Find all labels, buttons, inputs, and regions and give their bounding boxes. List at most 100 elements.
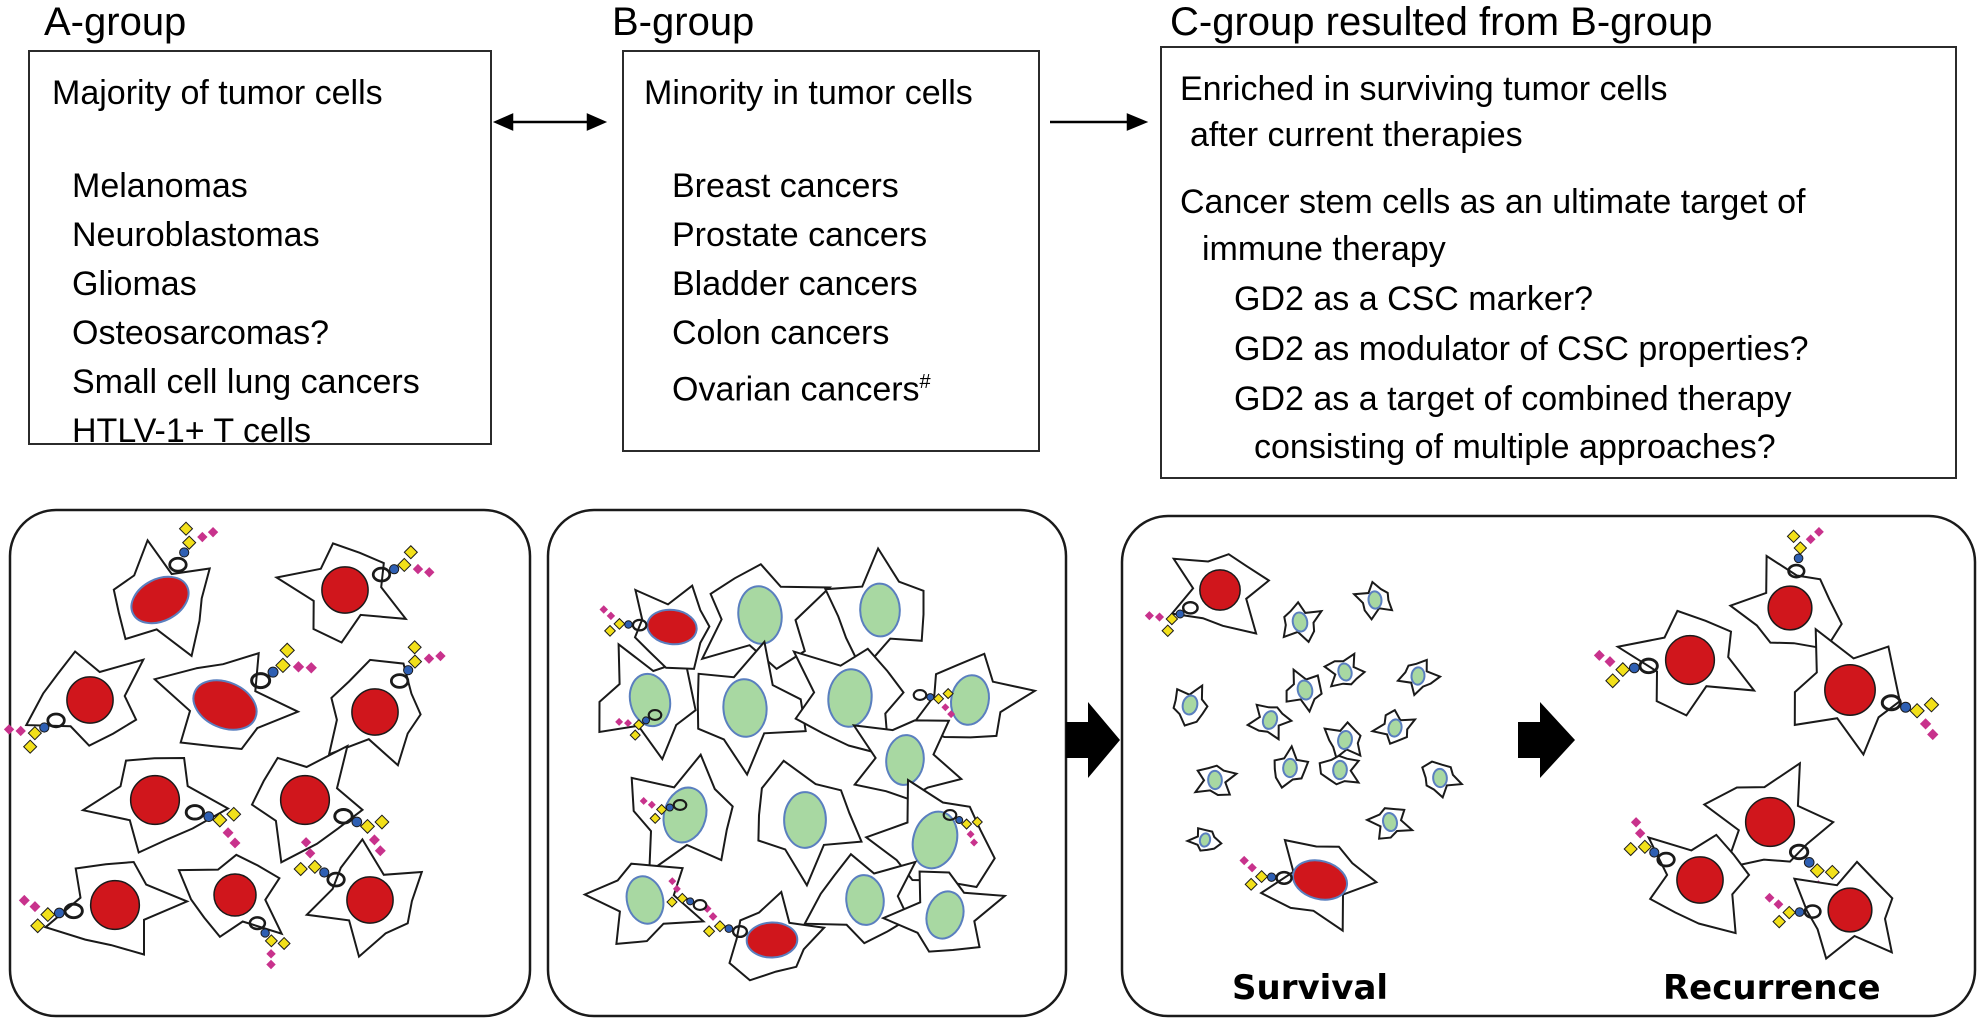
list-item: Neuroblastomas xyxy=(72,216,320,254)
gd2-positive-cell xyxy=(273,542,435,644)
gd2-negative-cell xyxy=(1193,764,1239,797)
galactose-icon xyxy=(226,806,242,822)
nucleus xyxy=(1291,611,1309,633)
gd2-negative-cell xyxy=(700,562,833,671)
c-group-line: consisting of multiple approaches? xyxy=(1254,428,1776,466)
nucleus xyxy=(1676,856,1724,904)
sialic-acid-icon xyxy=(966,830,975,839)
glucose-icon xyxy=(53,907,65,919)
glucose-icon xyxy=(1900,701,1912,713)
nucleus xyxy=(925,890,965,940)
galactose-icon xyxy=(1623,841,1638,857)
galactose-icon xyxy=(1786,529,1801,544)
galactose-icon xyxy=(293,861,308,877)
glucose-icon xyxy=(1266,872,1277,882)
nucleus xyxy=(745,921,799,959)
ceramide-icon xyxy=(631,618,648,632)
galactose-icon xyxy=(666,896,678,908)
list-item: Bladder cancers xyxy=(672,265,918,303)
glucose-icon xyxy=(1649,847,1660,858)
list-item: Prostate cancers xyxy=(672,216,928,254)
list-item: Ovarian cancers# xyxy=(672,358,931,414)
sialic-acid-icon xyxy=(1247,862,1257,873)
glucose-icon xyxy=(203,811,215,822)
galactose-icon xyxy=(407,654,423,669)
nucleus xyxy=(130,575,190,625)
double-arrow-icon xyxy=(492,113,608,131)
sialic-acid-icon xyxy=(1630,817,1642,828)
gd2-negative-cell xyxy=(582,862,706,946)
sialic-acid-icon xyxy=(292,661,305,673)
ceramide-icon xyxy=(168,556,188,573)
galactose-icon xyxy=(27,725,43,741)
sialic-acid-icon xyxy=(412,563,424,575)
sialic-acid-icon xyxy=(1919,718,1932,730)
glucose-icon xyxy=(1793,553,1804,564)
nucleus xyxy=(1181,694,1199,716)
a-group-box: Majority of tumor cells Melanomas Neurob… xyxy=(28,50,492,450)
b-group-heading: Minority in tumor cells xyxy=(644,74,973,112)
nucleus xyxy=(783,791,827,849)
galactose-icon xyxy=(407,640,422,655)
gd2-negative-cell xyxy=(1364,807,1415,840)
glucose-icon xyxy=(1794,907,1805,917)
gd2-negative-cell xyxy=(851,719,964,800)
b-group-title: B-group xyxy=(612,0,755,44)
nucleus xyxy=(66,676,114,724)
glucose-icon xyxy=(1628,662,1640,674)
gd2-negative-cell xyxy=(1273,744,1310,790)
glucose-icon xyxy=(260,928,270,938)
galactose-icon xyxy=(277,936,291,951)
gd2-negative-cell xyxy=(1395,658,1443,697)
ceramide-icon xyxy=(250,672,272,690)
nucleus xyxy=(1337,729,1353,751)
list-item: Melanomas xyxy=(72,167,248,205)
galactose-icon xyxy=(629,729,641,741)
ceramide-icon xyxy=(184,804,206,821)
galactose-icon xyxy=(178,521,194,536)
galactose-icon xyxy=(22,739,38,754)
sialic-acid-icon xyxy=(606,611,616,621)
nucleus xyxy=(321,566,369,614)
gd2-negative-cell xyxy=(1369,708,1418,746)
sialic-acid-icon xyxy=(1927,728,1939,741)
c-group-line: Enriched in surviving tumor cells xyxy=(1180,70,1668,108)
b-group-box: Minority in tumor cells Breast cancers P… xyxy=(622,50,1040,452)
ceramide-icon xyxy=(371,566,392,583)
galactose-icon xyxy=(182,535,197,550)
galactose-icon xyxy=(655,803,668,816)
footnote-mark: # xyxy=(919,371,931,393)
c-group-line: Cancer stem cells as an ultimate target … xyxy=(1180,183,1806,221)
gd2-negative-cell xyxy=(1184,827,1223,852)
glucose-icon xyxy=(351,816,363,828)
glucose-icon xyxy=(319,867,330,878)
sialic-acid-icon xyxy=(435,650,446,662)
ceramide-icon xyxy=(1787,563,1806,579)
glucose-icon xyxy=(665,803,674,812)
glucose-icon xyxy=(724,924,734,933)
gd2-positive-cell xyxy=(177,853,291,970)
galactose-icon xyxy=(1165,612,1179,626)
nucleus xyxy=(1664,634,1716,686)
ceramide-icon xyxy=(1275,870,1293,885)
ceramide-icon xyxy=(46,712,66,729)
gd2-positive-cell xyxy=(3,650,146,754)
nucleus xyxy=(1432,767,1448,789)
gd2-negative-cell xyxy=(1172,683,1209,727)
ceramide-icon xyxy=(731,925,749,939)
nucleus xyxy=(722,678,768,738)
gd2-positive-cell xyxy=(327,640,446,767)
a-group-list: Melanomas Neuroblastomas Gliomas Osteosa… xyxy=(72,162,420,456)
gd2-positive-cell xyxy=(152,642,317,751)
sialic-acid-icon xyxy=(300,837,312,848)
glucose-icon xyxy=(624,620,633,629)
sialic-acid-icon xyxy=(1155,612,1165,622)
sialic-acid-icon xyxy=(1764,892,1775,903)
c-group-line: GD2 as a target of combined therapy xyxy=(1234,380,1792,418)
ceramide-icon xyxy=(1181,601,1199,615)
nucleus xyxy=(192,679,258,731)
gd2-positive-cell xyxy=(599,584,711,670)
nucleus xyxy=(346,876,394,924)
sialic-acid-icon xyxy=(647,800,656,809)
gd2-positive-cell xyxy=(250,744,390,864)
